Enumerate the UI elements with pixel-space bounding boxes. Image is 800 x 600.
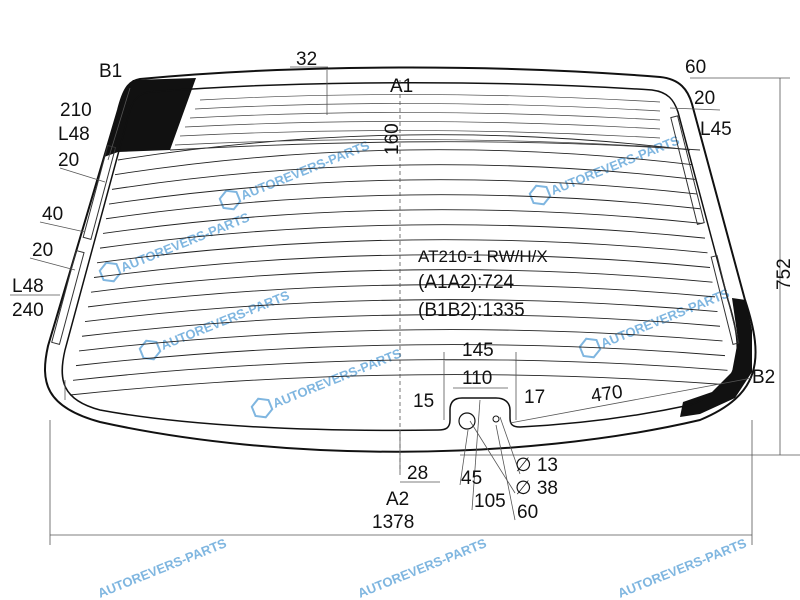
part-code: AT210-1 RW/H/X [418,247,548,266]
bracket-left-upper [82,144,117,240]
label-145: 145 [462,340,494,361]
glass-inner-edge [61,81,739,432]
hole-38 [458,412,476,430]
watermark: AUTOREVERS-PARTS [599,285,732,351]
label-hole-38: ∅ 38 [515,478,558,499]
dimension-lines [10,66,800,545]
bracket-right-lower [710,255,740,345]
label-45: 45 [461,468,482,489]
upper-band-line [169,141,701,151]
glass-outer-edge [44,66,757,453]
heating-line [184,121,661,130]
heating-line [96,239,708,264]
heating-line [84,299,718,323]
bracket-right [670,115,705,225]
heating-line [108,179,698,205]
part-b1b2: (B1B2):1335 [418,300,525,321]
label-1378: 1378 [372,512,414,533]
watermark: AUTOREVERS-PARTS [616,535,749,600]
label-105: 105 [474,491,506,512]
label-60-bottom: 60 [517,502,538,523]
heating-line [78,329,723,352]
label-15: 15 [413,391,434,412]
heating-line [102,209,703,234]
label-a1: A1 [390,76,413,97]
heating-line [117,134,691,161]
label-210: 210 [60,100,92,121]
label-l45: L45 [700,119,732,140]
label-b2: B2 [752,367,775,388]
label-hole-13: ∅ 13 [515,455,558,476]
label-20-left-bottom: 20 [32,240,53,261]
heating-line [199,94,661,103]
label-40: 40 [42,204,63,225]
heating-line [87,284,716,308]
label-l48-top: L48 [58,124,90,145]
label-470: 470 [590,382,624,407]
heating-line [81,314,721,337]
heating-line [179,130,661,139]
watermark: AUTOREVERS-PARTS [239,137,372,203]
label-752: 752 [774,258,795,290]
label-240: 240 [12,300,44,321]
label-l48-bottom: L48 [12,276,44,297]
hole-13 [492,415,500,423]
label-b1: B1 [99,61,122,82]
label-a2: A2 [386,489,409,510]
label-20-right: 20 [694,88,715,109]
watermark: AUTOREVERS-PARTS [119,209,252,275]
label-20-left-top: 20 [58,150,79,171]
watermark: AUTOREVERS-PARTS [96,535,229,600]
label-110: 110 [462,368,492,389]
black-band-bottom-right [680,298,752,417]
heating-line [99,224,706,249]
label-28: 28 [407,463,428,484]
label-32: 32 [296,49,317,70]
heating-line [174,139,661,148]
part-a1a2: (A1A2):724 [418,272,515,293]
heating-line [189,112,661,121]
heating-line [93,254,711,278]
heating-line [75,344,726,367]
watermark: AUTOREVERS-PARTS [356,535,489,600]
heating-line [111,164,696,190]
labels: B1 32 A1 160 60 20 L45 752 210 L48 20 40… [12,49,795,533]
heating-line [114,149,693,176]
heating-line [105,194,701,220]
bracket-left-lower [51,249,85,346]
label-160: 160 [382,123,403,155]
label-60-top: 60 [685,57,706,78]
heating-line [90,269,713,293]
label-17: 17 [524,387,545,408]
heating-line [194,103,661,112]
